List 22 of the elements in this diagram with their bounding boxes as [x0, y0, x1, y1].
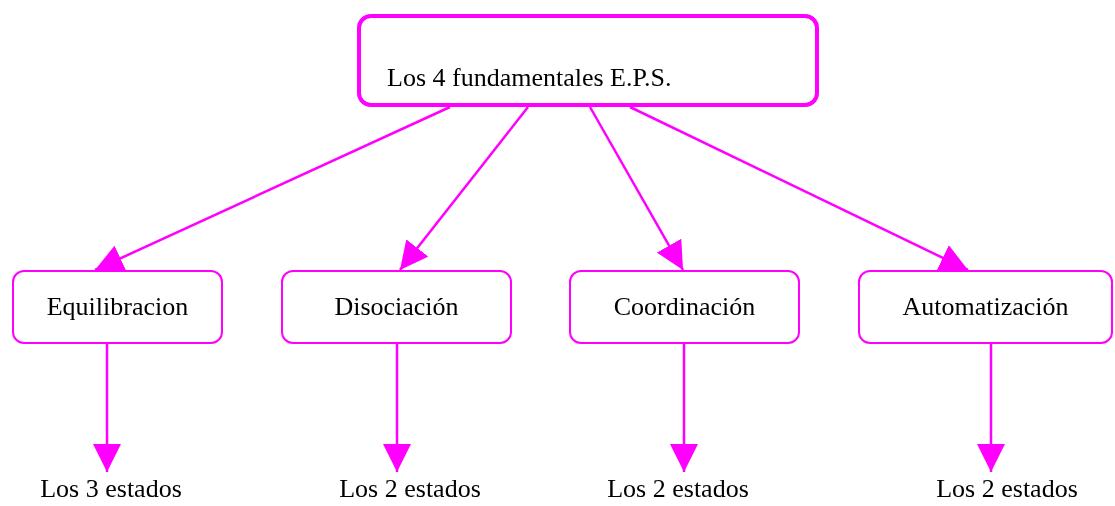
arrow	[399, 106, 529, 271]
process-box	[569, 270, 800, 344]
box-label: Los 4 fundamentales E.P.S.	[387, 63, 672, 93]
node-label: Los 3 estados	[40, 474, 182, 504]
arrow	[383, 344, 411, 472]
box-label: Disociación	[334, 292, 459, 322]
arrow	[977, 344, 1005, 472]
process-box	[12, 270, 223, 344]
arrow	[629, 105, 969, 272]
node-label: Los 2 estados	[339, 474, 481, 504]
node-label: Los 2 estados	[607, 474, 749, 504]
arrow	[588, 106, 685, 271]
box-label: Coordinación	[613, 292, 756, 322]
arrow	[93, 344, 121, 472]
arrow	[94, 105, 451, 272]
process-box	[281, 270, 512, 344]
node-label: Los 2 estados	[936, 474, 1078, 504]
process-box	[858, 270, 1113, 344]
process-box	[357, 14, 819, 107]
arrow	[670, 344, 698, 472]
box-label: Equilibracion	[46, 292, 189, 322]
box-label: Automatización	[902, 292, 1069, 322]
